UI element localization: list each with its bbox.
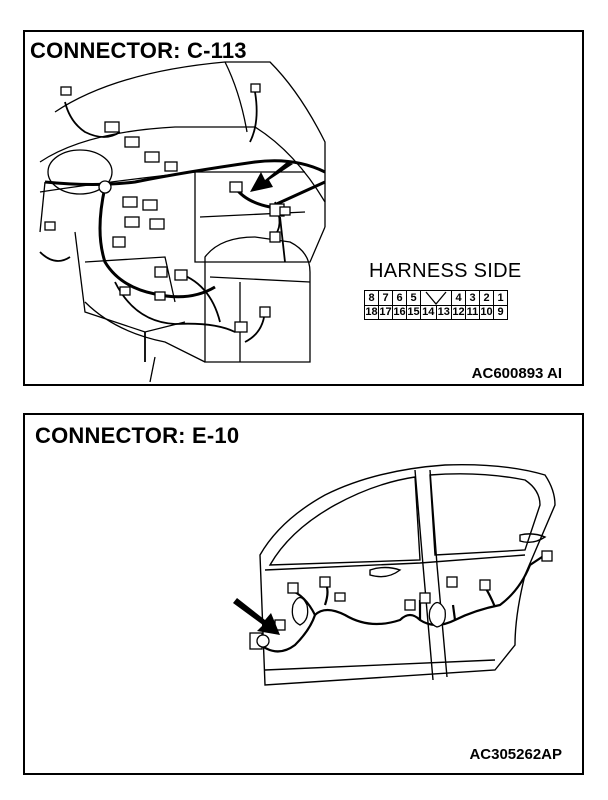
pin-2: 2 (479, 290, 494, 306)
pin-1: 1 (493, 290, 508, 306)
pin-10: 10 (479, 305, 494, 320)
pin-8: 8 (364, 290, 379, 306)
door-harness-illustration (233, 464, 556, 686)
pointer-arrow-icon (250, 162, 293, 192)
connector-e10-panel: CONNECTOR: E-10 (23, 413, 584, 775)
lock-tab-icon (425, 291, 447, 305)
pointer-arrow-icon (233, 598, 280, 635)
panel-title: CONNECTOR: E-10 (35, 423, 240, 448)
pin-row-bottom: 18 17 16 15 14 13 12 11 10 9 (364, 305, 508, 320)
pin-7: 7 (378, 290, 393, 306)
pin-15: 15 (406, 305, 421, 320)
pin-17: 17 (378, 305, 393, 320)
pin-16: 16 (392, 305, 407, 320)
figure-code: AC600893 AI (471, 365, 562, 382)
harness-side-label: HARNESS SIDE (369, 260, 522, 282)
dashboard-harness-illustration (39, 61, 326, 383)
panel-title: CONNECTOR: C-113 (30, 38, 247, 63)
pin-4: 4 (451, 290, 466, 306)
pin-9: 9 (493, 305, 508, 320)
connector-pin-diagram: 8 7 6 5 4 3 2 1 18 17 16 15 14 13 12 11 … (364, 290, 508, 320)
pin-11: 11 (465, 305, 480, 320)
pin-6: 6 (392, 290, 407, 306)
pin-12: 12 (451, 305, 466, 320)
connector-lock-tab (420, 290, 452, 306)
figure-code: AC305262AP (469, 746, 562, 763)
pin-3: 3 (465, 290, 480, 306)
pin-18: 18 (364, 305, 379, 320)
pin-14: 14 (420, 305, 437, 320)
pin-5: 5 (406, 290, 421, 306)
connector-c113-panel: CONNECTOR: C-113 (23, 30, 584, 386)
pin-13: 13 (435, 305, 452, 320)
pin-row-top: 8 7 6 5 4 3 2 1 (364, 290, 508, 306)
